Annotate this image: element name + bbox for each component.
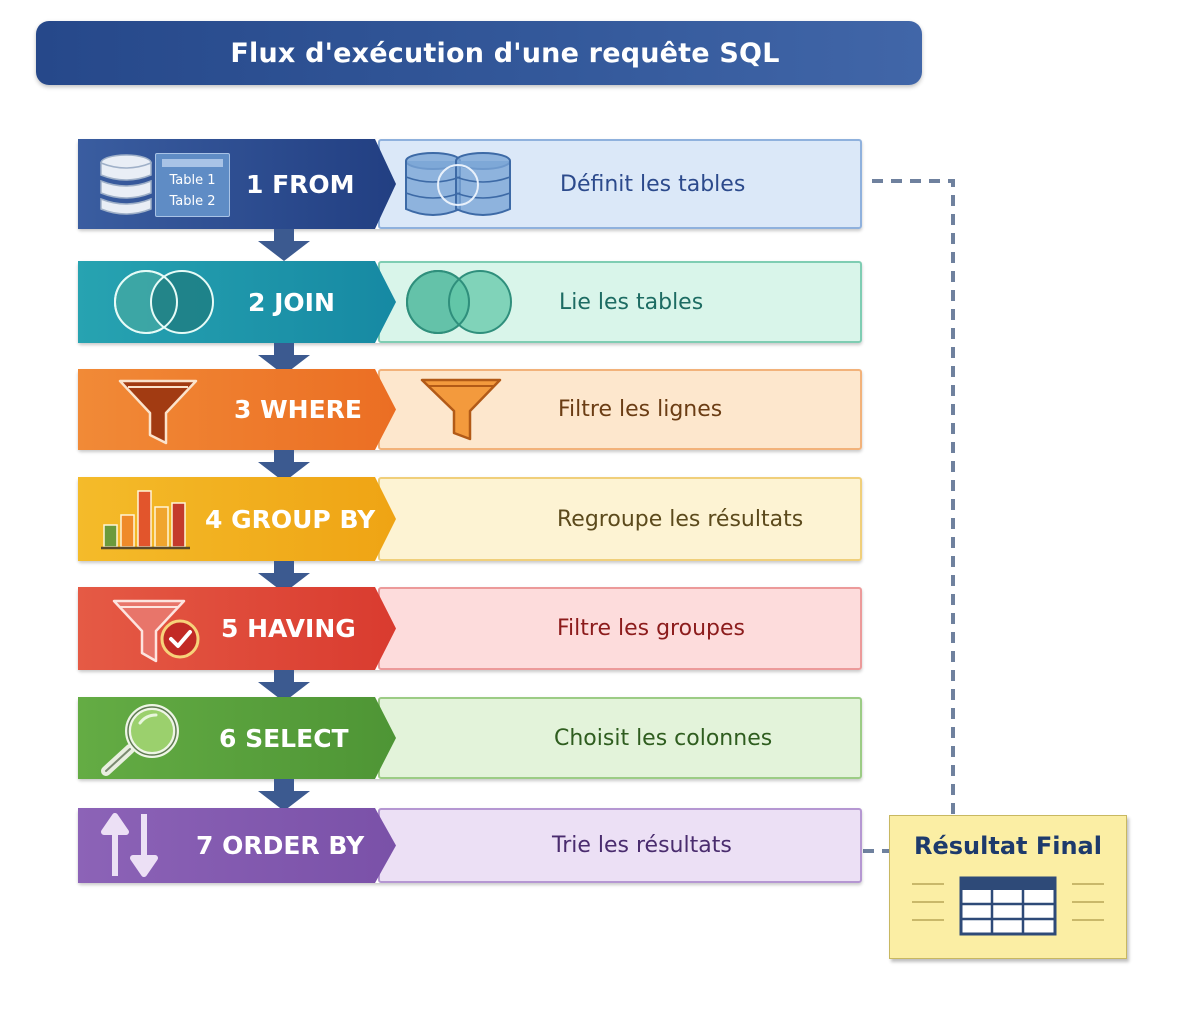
step-where-label: 3 WHERE [234,395,363,424]
arrow-down-icon [258,561,310,593]
arrow-down-icon [258,450,310,482]
arrow-down-icon [258,343,310,375]
tables-card-row1: Table 1 [169,173,216,188]
step-order-by-band [78,808,396,883]
step-having-panel [378,587,862,670]
arrow-down-icon [258,779,310,811]
step-order-by-label: 7 ORDER BY [196,831,365,860]
step-select-description: Choisit les colonnes [554,725,773,751]
venn-overlap-icon [406,270,512,334]
step-group-by-panel [378,477,862,561]
arrow-down-icon [258,670,310,702]
step-order-by-description: Trie les résultats [552,833,732,858]
step-group-by-label: 4 GROUP BY [205,504,376,534]
step-join: 2 JOIN Lie les tables [78,261,862,343]
step-group-by-description: Regroupe les résultats [557,506,804,532]
funnel-outline-icon [420,378,502,441]
step-having: 5 HAVING Filtre les groupes [78,587,862,670]
funnel-check-icon [112,599,200,663]
table-icon [912,876,1104,936]
result-note: Résultat Final [889,815,1127,959]
step-order-by: 7 ORDER BY Trie les résultats [78,808,862,883]
step-select-panel [378,697,862,779]
step-from-description: Définit les tables [560,171,746,197]
step-having-description: Filtre les groupes [557,616,745,641]
funnel-icon [118,379,198,445]
tables-card-icon: Table 1 Table 2 [155,153,230,217]
step-where: 3 WHERE Filtre les lignes [78,369,862,450]
database-venn-icon [405,152,511,216]
diagram-title: Flux d'exécution d'une requête SQL [36,21,922,85]
result-title: Résultat Final [914,832,1102,860]
venn-icon [114,270,214,334]
database-icon [100,154,152,215]
step-join-label: 2 JOIN [248,287,335,317]
step-order-by-panel [378,808,862,883]
dashed-connector [863,179,955,853]
step-having-label: 5 HAVING [221,614,356,643]
magnifier-icon [101,704,179,776]
arrow-down-icon [258,229,310,261]
bar-chart-icon [101,490,190,550]
sort-arrows-icon [101,813,158,877]
step-from: Table 1 Table 2 1 FROM Définit les table… [78,139,862,229]
step-select: 6 SELECT Choisit les colonnes [78,697,862,779]
step-from-label: 1 FROM [246,169,355,199]
tables-card-row2: Table 2 [169,194,216,209]
step-select-label: 6 SELECT [219,723,349,753]
step-join-description: Lie les tables [559,289,704,315]
step-group-by: 4 GROUP BY Regroupe les résultats [78,477,862,561]
step-where-description: Filtre les lignes [558,397,723,422]
